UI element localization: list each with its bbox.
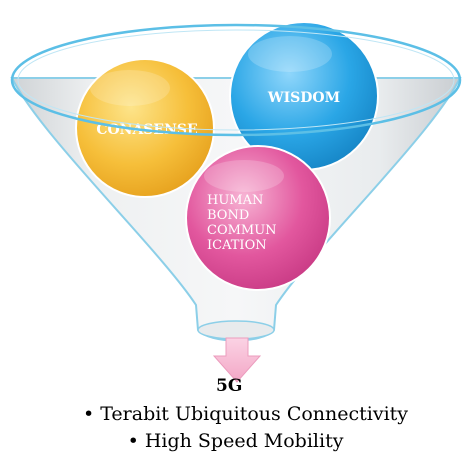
circle-human-bond-communication: HUMAN BOND COMMUN ICATION bbox=[185, 145, 331, 291]
funnel-rim-inner bbox=[17, 29, 455, 131]
output-label-5g: 5G bbox=[216, 376, 243, 396]
circle-wisdom: WISDOM bbox=[229, 21, 379, 171]
circle-conasense: CONASENSE bbox=[75, 58, 215, 198]
funnel-spout bbox=[197, 320, 275, 340]
circle-human-label-line-1: HUMAN bbox=[207, 193, 263, 208]
bullet-item: • Terabit Ubiquitous Connectivity bbox=[0, 401, 471, 428]
bullet-text: Terabit Ubiquitous Connectivity bbox=[100, 403, 409, 425]
bullet-list: • Terabit Ubiquitous Connectivity • High… bbox=[0, 401, 471, 455]
bullet-marker: • bbox=[82, 403, 95, 425]
funnel-rim bbox=[10, 23, 462, 137]
circle-human-label-line-2: BOND bbox=[207, 208, 249, 223]
bullet-text: High Speed Mobility bbox=[144, 430, 344, 452]
bullet-item: • High Speed Mobility bbox=[0, 428, 471, 455]
circle-human-label-line-3: COMMUN bbox=[207, 223, 277, 238]
circle-human-label-line-4: ICATION bbox=[207, 238, 267, 253]
circle-wisdom-label: WISDOM bbox=[267, 90, 340, 106]
down-arrow-icon bbox=[212, 337, 262, 383]
bullet-marker: • bbox=[127, 430, 139, 452]
